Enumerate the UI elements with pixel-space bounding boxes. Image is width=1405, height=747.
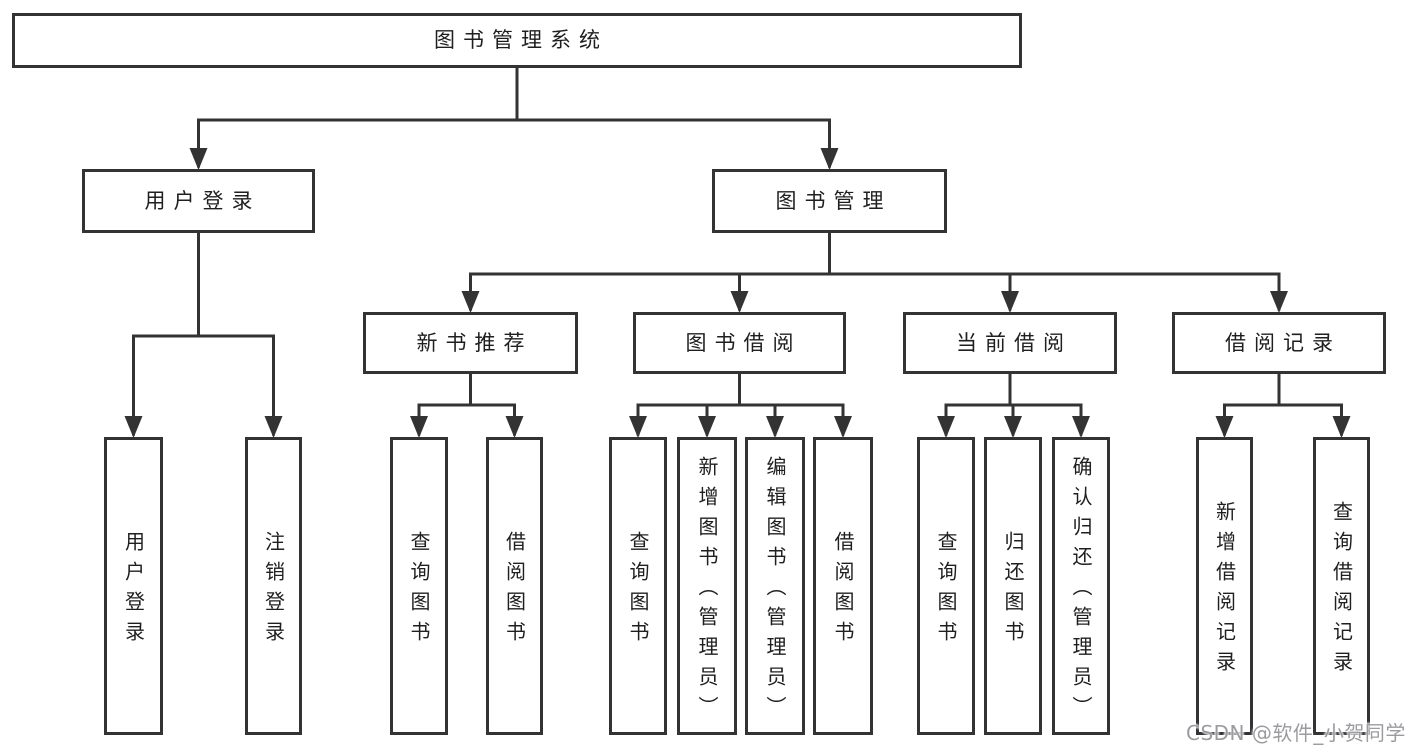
node-borrow-record: 借阅记录 — [1172, 312, 1386, 374]
node-root: 图书管理系统 — [12, 13, 1022, 68]
node-login: 用户登录 — [104, 437, 163, 735]
node-cb-confirm-return: 确认归还（管理员） — [1052, 437, 1110, 735]
node-nb-query-book: 查询图书 — [390, 437, 448, 735]
node-cb-return-book: 归还图书 — [984, 437, 1042, 735]
node-current-borrow: 当前借阅 — [903, 312, 1117, 374]
node-logout: 注销登录 — [245, 437, 302, 735]
node-bb-edit-book: 编辑图书（管理员） — [745, 437, 805, 735]
node-book-borrow: 图书借阅 — [633, 312, 846, 374]
node-br-query-record: 查询借阅记录 — [1313, 437, 1370, 735]
node-bb-query-book: 查询图书 — [609, 437, 667, 735]
csdn-watermark: CSDN @软件_小贺同学 — [1186, 721, 1405, 745]
node-cb-query-book: 查询图书 — [917, 437, 975, 735]
node-br-add-record: 新增借阅记录 — [1196, 437, 1253, 735]
node-bb-add-book: 新增图书（管理员） — [677, 437, 737, 735]
node-user-login: 用户登录 — [82, 169, 315, 233]
node-book-mgmt: 图书管理 — [712, 169, 947, 233]
node-nb-borrow-book: 借阅图书 — [486, 437, 543, 735]
node-new-book: 新书推荐 — [363, 312, 578, 374]
node-bb-borrow-book: 借阅图书 — [813, 437, 873, 735]
